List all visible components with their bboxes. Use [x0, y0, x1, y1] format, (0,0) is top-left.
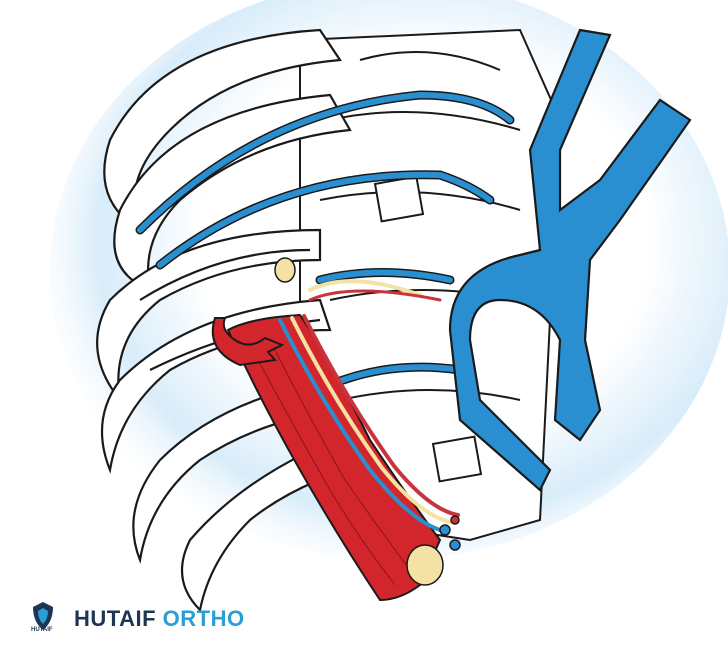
logo-small-text: HUTAIF: [31, 627, 53, 633]
cut-ends: [274, 257, 461, 586]
neurovascular-bundle: [278, 279, 460, 532]
vertebral-facet-lower: [431, 435, 483, 483]
vertebral-facet-upper: [373, 175, 425, 223]
brand-word-1: HUTAIF: [74, 606, 157, 631]
brand-word-2: ORTHO: [162, 606, 245, 631]
intercostal-veins-fill: [137, 91, 513, 388]
rotation-arrow: [211, 317, 285, 367]
brand-logo: [30, 600, 56, 632]
brand-watermark: HUTAIF ORTHO: [74, 606, 245, 632]
vertebral-column: [299, 28, 562, 542]
shield-icon: [33, 602, 53, 630]
azygos-vein-system: [448, 28, 692, 492]
